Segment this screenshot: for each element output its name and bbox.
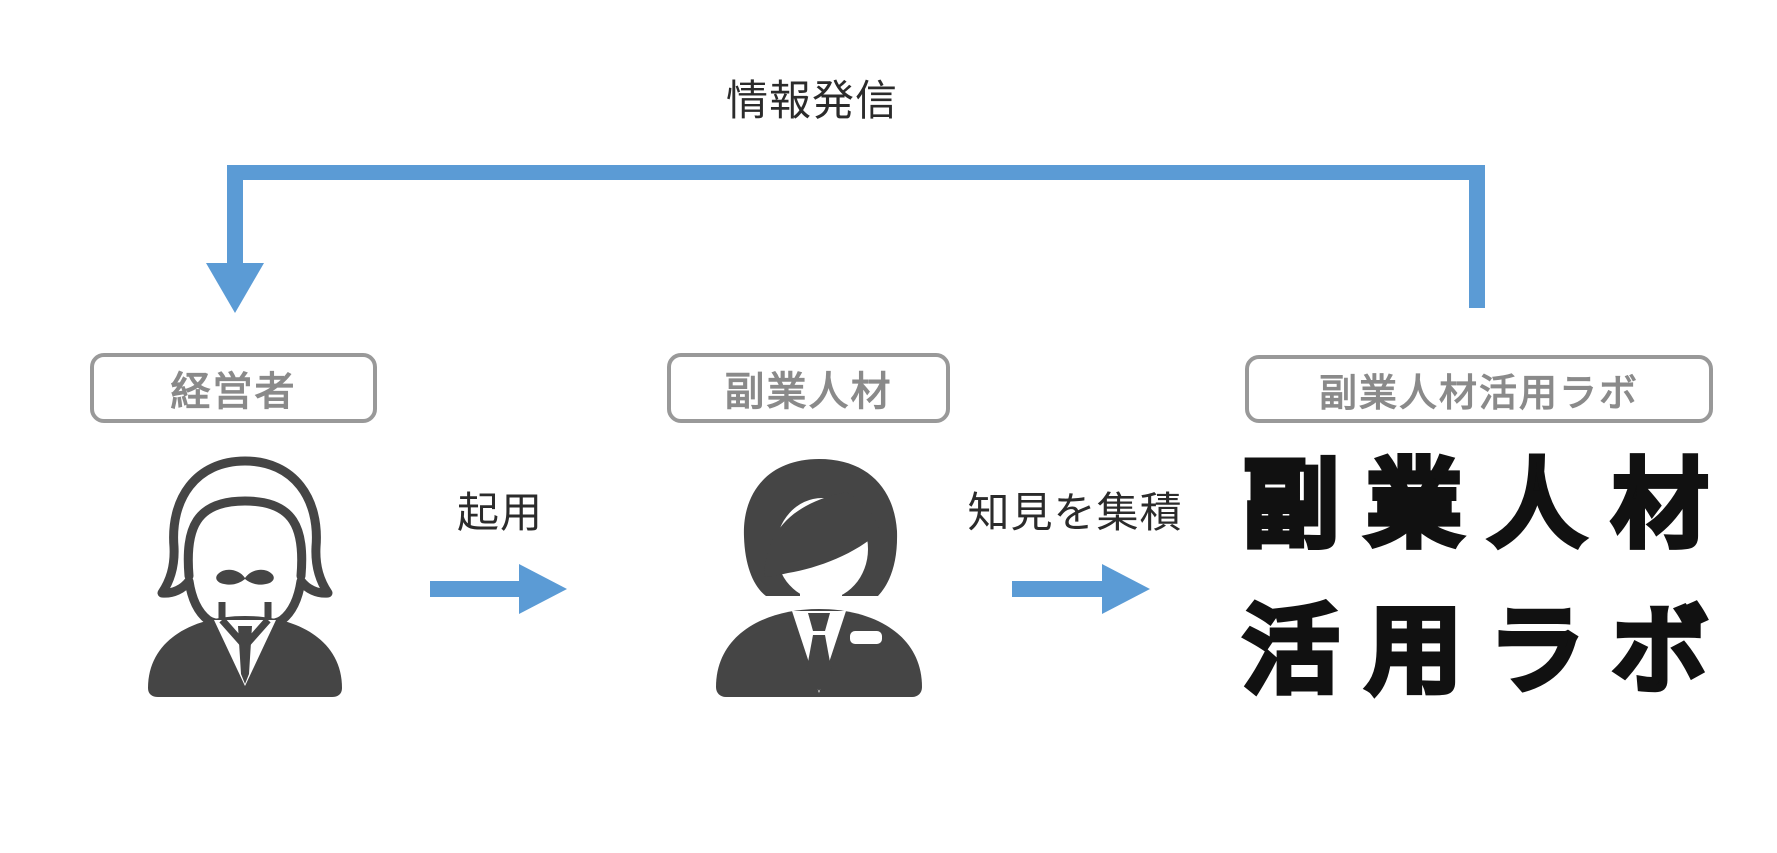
node-label-keieisha: 経営者 bbox=[170, 370, 297, 414]
arrow-chiken-head-icon bbox=[1102, 564, 1150, 614]
businessman-suit-icon bbox=[716, 459, 922, 697]
loop-arrowhead-down-icon bbox=[206, 263, 264, 313]
arrow-kiyou-head-icon bbox=[519, 564, 567, 614]
loop-arrow-label: 情報発信 bbox=[725, 77, 898, 124]
node-label-fukugyou-jinzai-katsuyou-lab: 副業人材活用ラボ bbox=[1318, 372, 1639, 415]
loop-arrow-left-vertical-bar bbox=[227, 165, 243, 265]
node-box-keieisha: 経営者 bbox=[90, 353, 377, 423]
node-box-fukugyou-jinzai: 副業人材 bbox=[667, 353, 950, 423]
node-box-fukugyou-jinzai-katsuyou-lab: 副業人材活用ラボ bbox=[1245, 355, 1713, 423]
arrow-kiyou-label: 起用 bbox=[456, 489, 543, 536]
businessman-mustache-icon bbox=[148, 456, 342, 697]
loop-arrow-right-vertical-bar bbox=[1469, 165, 1485, 308]
arrow-kiyou-shaft bbox=[430, 581, 520, 597]
loop-arrow-horizontal-bar bbox=[227, 165, 1485, 180]
arrow-chiken-label: 知見を集積 bbox=[967, 489, 1183, 536]
arrow-chiken-shaft bbox=[1012, 581, 1103, 597]
lab-logo-line1: 副業人材 bbox=[1241, 452, 1735, 559]
lab-logo-line2: 活用ラボ bbox=[1241, 598, 1735, 705]
node-label-fukugyou-jinzai: 副業人材 bbox=[724, 370, 893, 414]
